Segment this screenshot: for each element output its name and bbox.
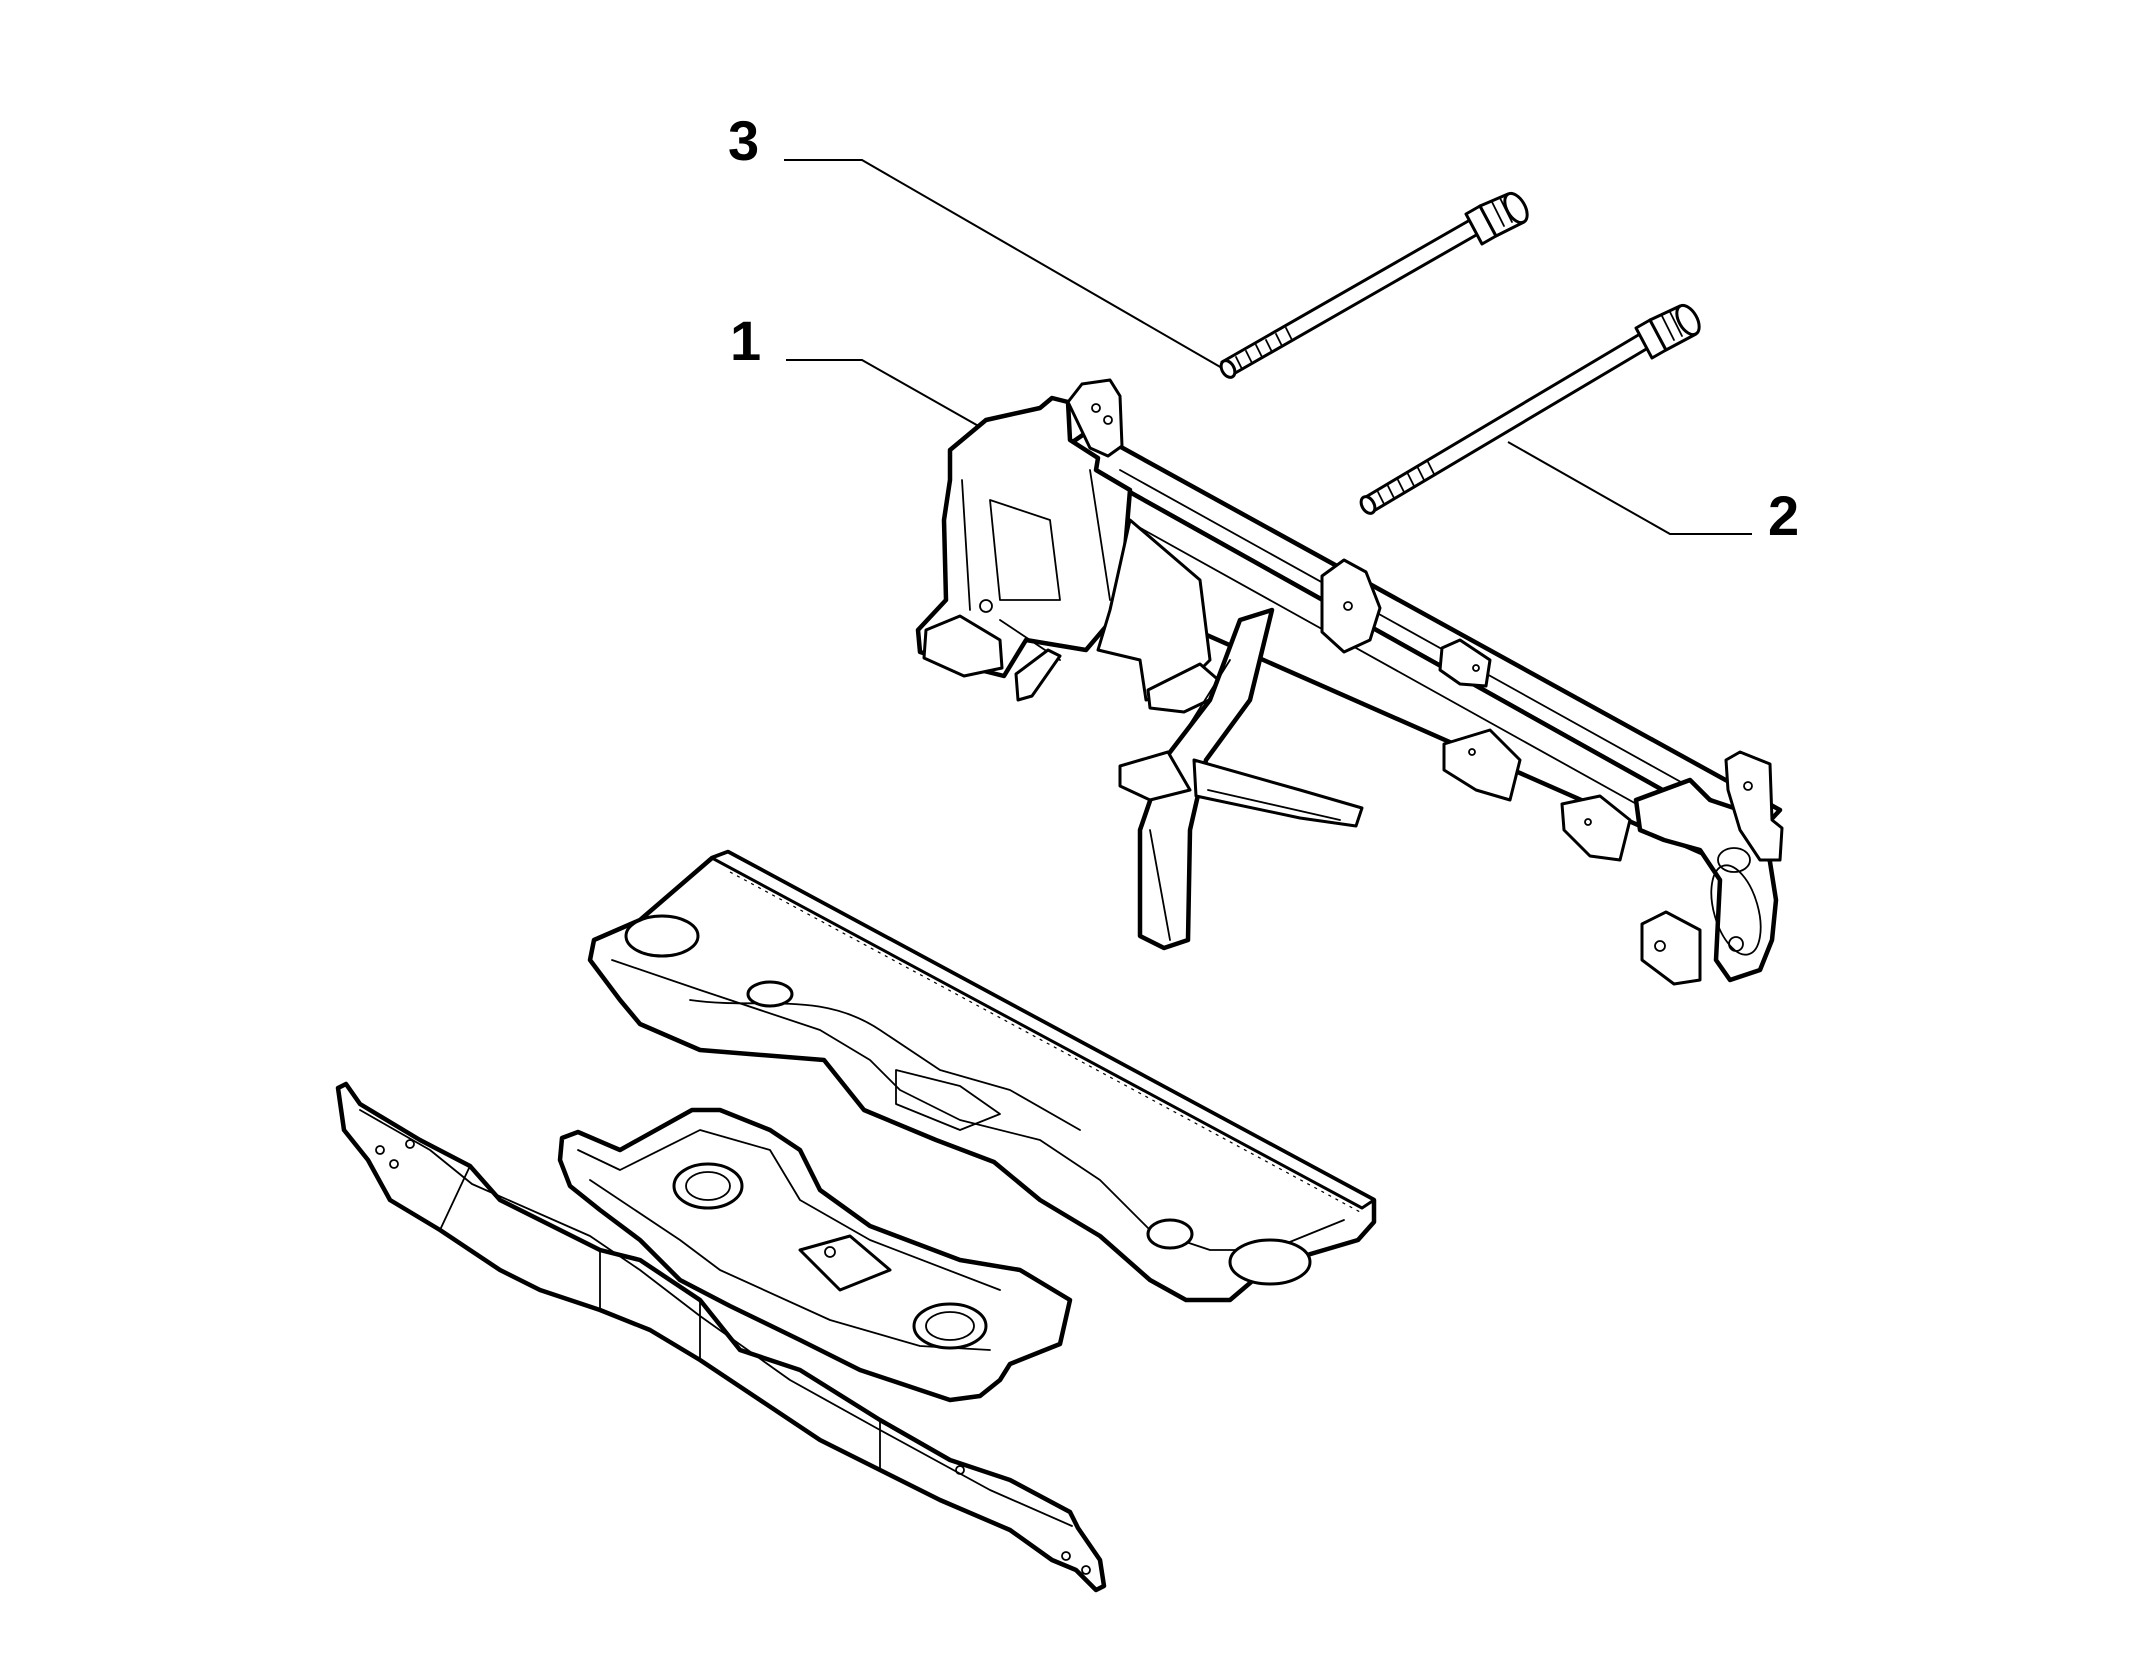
support-left-arm [1118, 750, 1192, 802]
floor-panel-small-hole [824, 1246, 836, 1258]
crossmember-beam-edges [1089, 469, 1761, 857]
cowl-panel-flange [710, 850, 1376, 1210]
floor-panel-lower-crease [589, 1179, 991, 1351]
dashboard-crossmember[interactable] [915, 378, 1784, 986]
bolt-2-head-face [1675, 303, 1701, 337]
callout-1-label: 1 [730, 309, 761, 372]
left-tab-hole-1 [1091, 403, 1101, 413]
strip-segments [439, 1165, 881, 1471]
cowl-panel-recess [895, 1069, 1001, 1131]
callout-2[interactable]: 2 [1507, 441, 1799, 547]
floor-panel-hole-right-inner [925, 1311, 975, 1341]
callout-2-leader [1507, 441, 1752, 535]
floor-panel-upper-crease [577, 1129, 1001, 1291]
mid-tab-2-hole [1472, 664, 1480, 672]
floor-panel[interactable] [557, 1107, 1073, 1403]
right-bracket-upper-tab [1724, 750, 1784, 862]
callout-3-label: 3 [728, 109, 759, 172]
lower-tab-2-hole [1584, 818, 1592, 826]
floor-panel-recess [798, 1234, 892, 1292]
bolt-3-head-facets [1491, 197, 1513, 227]
bolt-2-tip [1359, 495, 1377, 515]
left-tab-hole-2 [1103, 415, 1113, 425]
bolt-2-shank [1362, 332, 1650, 514]
strip-hole-3 [405, 1139, 415, 1149]
callout-3-leader [784, 159, 1223, 369]
steering-column-support [1137, 607, 1275, 951]
strip-hole-2 [389, 1159, 399, 1169]
cowl-panel-hole-mid-right [1146, 1218, 1194, 1250]
callout-3[interactable]: 3 [728, 109, 1223, 369]
strip-hole-4 [955, 1465, 965, 1475]
crossmember-inner-channel [1096, 518, 1212, 702]
strip-hole-6 [1081, 1565, 1091, 1575]
left-bracket-upper-tab [1066, 378, 1124, 458]
crossmember-lower-tab-2 [1560, 794, 1632, 862]
strip-hole-5 [1061, 1551, 1071, 1561]
cowl-panel-hole-left [624, 914, 700, 958]
strip-crease [359, 1109, 1073, 1527]
left-bracket-leg [1014, 648, 1062, 702]
strip-hole-1 [375, 1145, 385, 1155]
bolt-2[interactable] [1358, 302, 1703, 516]
right-bracket-hole-2 [1743, 781, 1753, 791]
floor-panel-hole-right [912, 1302, 988, 1350]
lower-tab-1-hole [1468, 748, 1476, 756]
crossmember-mid-tab-2 [1438, 638, 1492, 688]
floor-panel-hole-left-inner [685, 1171, 731, 1201]
floor-panel-hole-left [672, 1162, 744, 1210]
support-right-arm [1192, 758, 1364, 828]
right-bracket-hole-3 [1728, 936, 1744, 952]
cowl-panel-hole-right [1228, 1238, 1312, 1286]
right-bracket-boss [1717, 847, 1751, 873]
right-bracket-opening [1710, 864, 1762, 956]
cowl-panel-channel [689, 999, 1081, 1131]
callout-1-leader [786, 359, 983, 429]
crossmember-mid-tab-1 [1320, 558, 1382, 654]
cowl-panel-outline [587, 849, 1377, 1303]
right-bracket-lower-tab [1640, 910, 1702, 986]
left-bracket-hole [979, 599, 993, 613]
callout-2-label: 2 [1768, 484, 1799, 547]
front-reinforcement-strip[interactable] [335, 1081, 1107, 1593]
bolt-3-tip [1219, 359, 1237, 379]
callout-1[interactable]: 1 [730, 309, 983, 429]
cowl-panel-hole-mid-left [746, 980, 794, 1008]
left-bracket-foot [922, 614, 1004, 678]
left-bracket-ribs [961, 469, 1111, 661]
support-ribs [1149, 659, 1341, 941]
crossmember-lower-tab-1 [1442, 728, 1522, 802]
mid-tab-1-hole [1343, 601, 1353, 611]
right-bracket-hole-1 [1654, 940, 1666, 952]
cowl-panel[interactable] [587, 849, 1377, 1303]
cowl-panel-crease [611, 959, 1345, 1251]
bolt-2-head-facets [1661, 311, 1683, 341]
bolt-3[interactable] [1218, 190, 1531, 380]
